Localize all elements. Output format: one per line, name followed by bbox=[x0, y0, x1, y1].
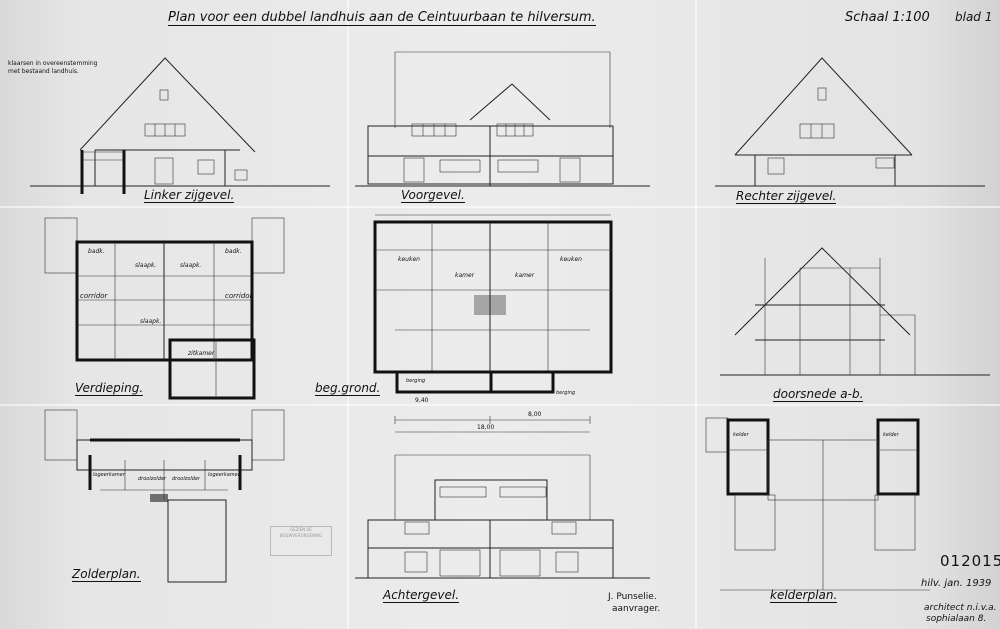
sheet-title: Plan voor een dubbel landhuis aan de Cei… bbox=[168, 10, 596, 26]
architect-address: sophialaan 8. bbox=[926, 614, 987, 624]
room-label: droolzolder bbox=[138, 476, 167, 482]
room-label: keuken bbox=[398, 256, 420, 263]
approval-stamp: GEZIEN DE BOUWVERORDENING bbox=[270, 526, 332, 556]
dimension-label: 18,00 bbox=[477, 424, 495, 431]
view-label-zolderplan: Zolderplan. bbox=[72, 567, 141, 582]
archive-number: 012015 bbox=[940, 552, 1000, 570]
scale-label: Schaal 1:100 bbox=[845, 10, 930, 25]
room-label: keuken bbox=[560, 256, 582, 263]
dimension-label: 9,40 bbox=[415, 397, 429, 404]
room-label: slaapk. bbox=[180, 262, 202, 269]
stamp-text: GEZIEN DE BOUWVERORDENING bbox=[279, 527, 323, 538]
date-label: hilv. jan. 1939 bbox=[921, 578, 992, 589]
room-label: kelder bbox=[883, 432, 899, 438]
view-label-kelderplan: kelderplan. bbox=[770, 588, 838, 603]
view-label-beg-grond: beg.grond. bbox=[315, 381, 381, 396]
view-label-achtergevel: Achtergevel. bbox=[383, 588, 460, 603]
fold-line bbox=[695, 0, 697, 629]
view-label-verdieping: Verdieping. bbox=[75, 381, 144, 396]
left-side-elevation bbox=[30, 57, 330, 194]
room-label: kamer bbox=[515, 272, 535, 279]
view-label-rechter-zijgevel: Rechter zijgevel. bbox=[736, 189, 837, 204]
room-label: corridor bbox=[80, 292, 108, 300]
front-elevation bbox=[355, 51, 650, 187]
room-label: kelder bbox=[733, 432, 749, 438]
right-side-elevation bbox=[715, 57, 985, 187]
note-line-1: klaarsen in overeenstemming bbox=[8, 60, 98, 67]
architect-name: J. Punselie. bbox=[608, 592, 657, 602]
architect-firm: architect n.i.v.a. bbox=[924, 603, 997, 613]
rear-elevation bbox=[355, 454, 650, 579]
ground-floor-plan bbox=[373, 214, 613, 433]
view-label-voorgevel: Voorgevel. bbox=[401, 188, 465, 203]
room-label: logeerkamer bbox=[208, 472, 240, 478]
room-label: berging bbox=[556, 390, 576, 396]
room-label: kamer bbox=[455, 272, 475, 279]
note-line-2: met bestaand landhuis. bbox=[8, 68, 79, 75]
fold-line bbox=[0, 206, 1000, 208]
first-floor-plan bbox=[44, 217, 285, 400]
attic-plan bbox=[44, 409, 285, 583]
room-label: berging bbox=[406, 378, 426, 384]
fold-line bbox=[0, 404, 1000, 406]
section-a-b bbox=[720, 247, 990, 376]
room-label: slaapk. bbox=[140, 318, 162, 325]
room-label: badk. bbox=[225, 248, 242, 255]
room-label: zitkamer bbox=[188, 350, 215, 357]
room-label: logeerkamer bbox=[93, 472, 125, 478]
room-label: corridor bbox=[225, 292, 253, 300]
view-label-doorsnede: doorsnede a-b. bbox=[773, 387, 864, 402]
fold-line bbox=[347, 0, 349, 629]
room-label: slaapk. bbox=[135, 262, 157, 269]
architect-role: aanvrager. bbox=[612, 604, 661, 614]
basement-plan bbox=[705, 417, 930, 591]
view-label-linker-zijgevel: Linker zijgevel. bbox=[144, 188, 235, 203]
room-label: droolzolder bbox=[172, 476, 201, 482]
dimension-label: 8,00 bbox=[528, 411, 542, 418]
room-label: badk. bbox=[88, 248, 105, 255]
sheet-number: blad 1 bbox=[955, 10, 993, 24]
